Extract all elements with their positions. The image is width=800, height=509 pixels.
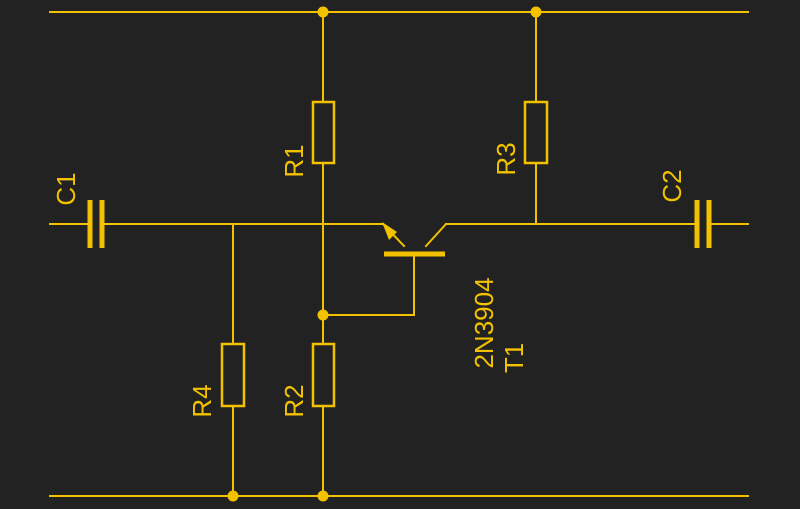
- junction-dot-r2-bottom: [317, 490, 329, 502]
- label-r1: R1: [279, 144, 309, 177]
- junction-dot-r3-top: [530, 6, 542, 18]
- junction-dot-r1-top: [317, 6, 329, 18]
- junction-dot-r4-bottom: [227, 490, 239, 502]
- junction-dot-base: [317, 309, 329, 321]
- t1-emitter-arrow: [382, 222, 397, 240]
- label-c1: C1: [51, 172, 81, 205]
- label-r2: R2: [279, 384, 309, 417]
- label-r3: R3: [491, 142, 521, 175]
- label-t1: T1: [499, 343, 529, 373]
- label-t1-part: 2N3904: [469, 277, 499, 368]
- t1-collector-lead: [424, 222, 448, 248]
- label-r4: R4: [187, 384, 217, 417]
- label-c2: C2: [657, 169, 687, 202]
